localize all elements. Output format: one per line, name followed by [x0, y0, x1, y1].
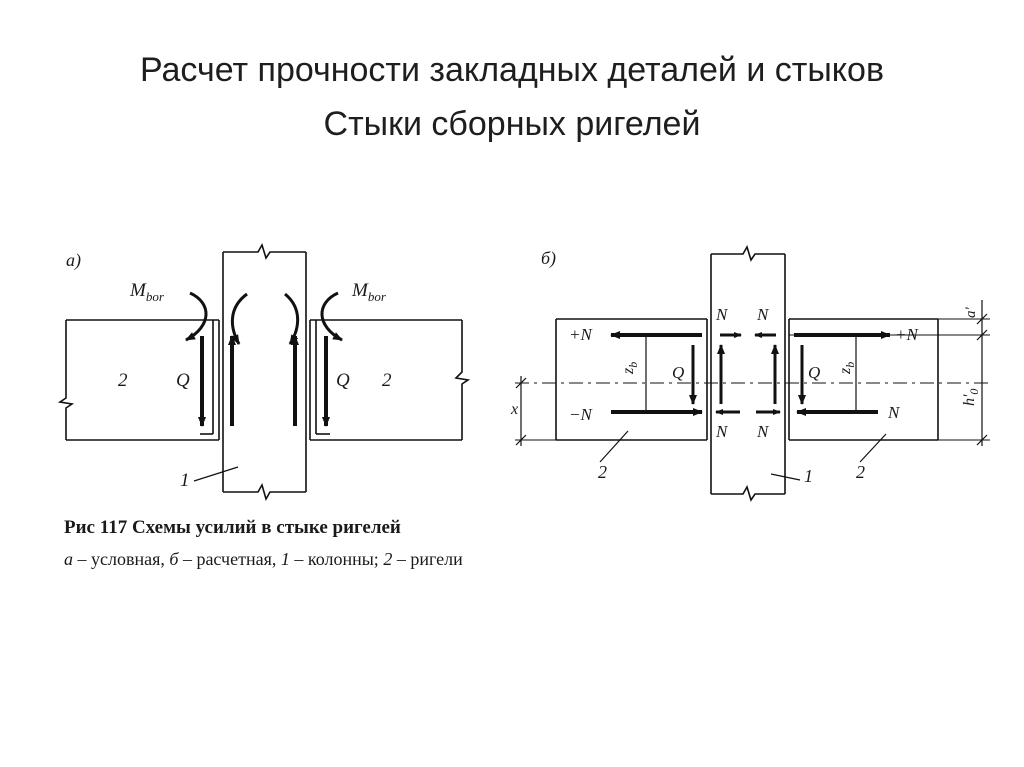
figure-a-column-leader: [193, 466, 239, 482]
figure-a-beam-left: [57, 319, 220, 441]
figure-b-n-right-label: N: [887, 403, 901, 422]
svg-text:zb: zb: [620, 362, 640, 375]
figure-b-beam-right-number: 2: [856, 462, 865, 482]
figure-a-beam-right-number: 2: [382, 370, 392, 391]
figure-b-plus-n-label: +N: [569, 325, 593, 344]
figure-a-moment-arrow-right: [320, 291, 343, 342]
figure-b-zb-left-label: zb: [620, 362, 640, 375]
svg-text:h'0: h'0: [961, 389, 981, 406]
figure-a-shear-right-label: Q: [336, 370, 350, 391]
figure-b-x-label: x: [510, 401, 518, 418]
figure-a-moment-left-label: Mbor: [129, 280, 165, 304]
figure-a-beam-left-number: 2: [118, 370, 128, 391]
figure-b-column: [710, 244, 786, 502]
caption-line1: Рис 117 Схемы усилий в стыке ригелей: [64, 517, 401, 538]
figure-b-h0-label: h'0: [961, 389, 981, 406]
figure-b-shear-right-label: Q: [808, 363, 820, 382]
slide-title-line1: Расчет прочности закладных деталей и сты…: [139, 51, 885, 89]
slide-title-line2: Стыки сборных ригелей: [323, 105, 701, 143]
figure-b-a-prime-label: a': [963, 307, 979, 319]
figure-caption: Рис 117 Схемы усилий в стыке ригелей а –…: [64, 517, 463, 569]
figure-b-beam-leader-right: [859, 433, 887, 463]
svg-text:a': a': [963, 307, 979, 319]
figure-b-beam-left: [555, 318, 708, 441]
figure-b: б): [510, 244, 990, 502]
figure-b-column-number: 1: [804, 466, 813, 486]
caption-line2: а – условная, б – расчетная, 1 – колонны…: [64, 549, 463, 569]
figure-b-minus-n-label: −N: [569, 405, 593, 424]
figure-b-column-n-top-left-label: N: [715, 305, 729, 324]
figure-a: а): [57, 242, 471, 502]
figure-b-beam-leader-left: [599, 430, 629, 463]
figure-a-moment-arrow-left: [185, 291, 208, 342]
figure-a-moment-right-label: Mbor: [351, 280, 387, 304]
figure-b-label: б): [541, 248, 556, 269]
figure-a-shear-left-label: Q: [176, 370, 190, 391]
figure-a-beam-right: [309, 319, 471, 441]
figure-b-column-n-bottom-left-label: N: [715, 422, 729, 441]
figure-a-label: а): [66, 250, 81, 271]
figure-b-column-n-top-right-label: N: [756, 305, 770, 324]
figure-b-plus-n-right-label: +N: [895, 325, 919, 344]
figure-a-column: [222, 242, 307, 502]
figure-a-column-number: 1: [180, 470, 190, 491]
figure-a-moment-arrow-inner-left: [231, 292, 248, 345]
figure-b-zb-right-label: zb: [837, 362, 857, 375]
figure-b-beam-left-number: 2: [598, 462, 607, 482]
figure-b-column-leader: [770, 473, 801, 481]
svg-text:zb: zb: [837, 362, 857, 375]
figure-b-shear-left-label: Q: [672, 363, 684, 382]
figure-b-column-n-bottom-right-label: N: [756, 422, 770, 441]
